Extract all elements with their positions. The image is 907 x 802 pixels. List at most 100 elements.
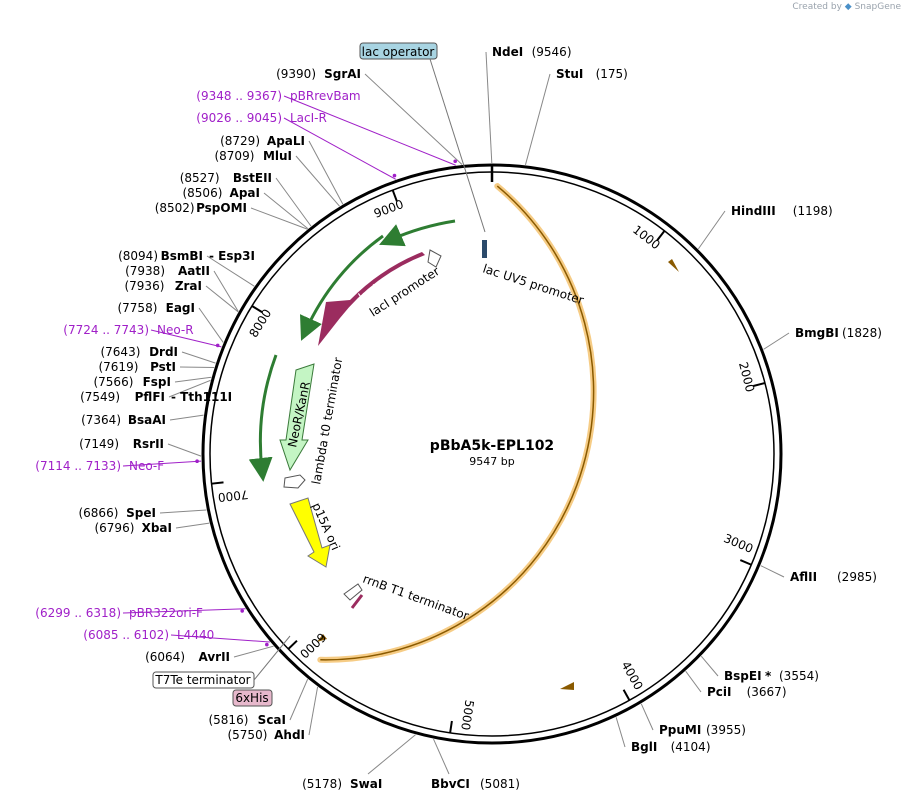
primer-leader [122, 608, 246, 614]
enzyme-leader [206, 255, 255, 287]
enzyme-name: RsrII [133, 437, 164, 451]
his-label: 6xHis [235, 691, 268, 705]
primer-leader [122, 460, 202, 467]
enzyme-leader [289, 678, 309, 721]
enzyme-position: (8527) [180, 171, 220, 185]
primer-name: Neo-R [157, 323, 194, 337]
tick-label: 8000 [246, 307, 274, 340]
enzyme-name: FspI [143, 375, 171, 389]
laci-promoter-arrow [427, 249, 442, 268]
cds-arrowhead-1 [668, 259, 679, 272]
lac-uv5-glyph [482, 240, 487, 258]
enzyme-leader [697, 210, 726, 250]
enzyme-leader [175, 522, 210, 529]
enzyme-position: (7549) [80, 390, 120, 404]
enzyme-position: (9390) [276, 67, 316, 81]
enzyme-leader [168, 379, 211, 398]
enzyme-name: BspEI [724, 669, 762, 683]
enzyme-name: AhdI [274, 728, 305, 742]
enzyme-name: BglI [631, 740, 657, 754]
enzyme-name: BsaAI [128, 413, 166, 427]
enzyme-position: (7364) [81, 413, 121, 427]
enzyme-leader [433, 738, 450, 775]
enzyme-leader [169, 414, 204, 421]
primer-leader [150, 329, 222, 348]
tick-label: 5000 [458, 699, 476, 731]
enzyme-position: (7149) [79, 437, 119, 451]
rrnb-label: rrnB T1 terminator [361, 572, 471, 623]
enzyme-position: (3955) [706, 723, 746, 737]
tick-label: 1000 [630, 223, 663, 253]
enzyme-position: (8502) [155, 201, 195, 215]
enzyme-position: (6064) [145, 650, 185, 664]
snapgene-logo-icon: ◆ [844, 2, 852, 12]
enzyme-leader [213, 270, 239, 312]
enzyme-position: (1828) [842, 326, 882, 340]
enzyme-name: XbaI [142, 521, 172, 535]
primer-site-mark [453, 159, 458, 164]
enzyme-leader [174, 376, 212, 383]
enzyme-position: (7566) [93, 375, 133, 389]
promoter-arc-1 [379, 219, 456, 247]
enzyme-position: (6866) [78, 506, 118, 520]
tick-mark [287, 639, 298, 650]
enzyme-name: PspOMI [196, 201, 247, 215]
primer-range: (6299 .. 6318) [35, 606, 121, 620]
promoter-arc-3 [248, 354, 278, 482]
primer-leader [170, 634, 270, 643]
primer-name: pBR322ori-F [129, 606, 203, 620]
primer-leader [283, 117, 397, 180]
enzyme-star: * [765, 669, 772, 683]
primer-site-mark [240, 609, 244, 613]
enzyme-position: (2985) [837, 570, 877, 584]
enzyme-leader [524, 73, 551, 166]
enzyme-position: (7938) [125, 264, 165, 278]
enzyme-leader [198, 307, 224, 343]
enzyme-position: (175) [596, 67, 628, 81]
promoter-arc-2 [300, 234, 384, 341]
tick-label: 2000 [736, 361, 757, 394]
enzyme-name: BbvCI [431, 777, 470, 791]
enzyme-name: SgrAI [324, 67, 361, 81]
lambda-t0-label: lambda t0 terminator [309, 356, 345, 485]
neo-arrow [279, 363, 315, 472]
enzyme-isoschizomer: - Tth111I [171, 390, 232, 404]
enzyme-position: (1198) [793, 204, 833, 218]
primer-site-mark [215, 343, 220, 348]
tick-mark [739, 559, 752, 566]
enzyme-leader [159, 509, 207, 514]
enzyme-name: PflFI [135, 390, 165, 404]
enzyme-position: (5750) [227, 728, 267, 742]
enzyme-name: StuI [556, 67, 583, 81]
snapgene-watermark: Created by ◆ SnapGene [792, 2, 901, 12]
tick-mark [656, 230, 666, 242]
enzyme-leader [181, 351, 216, 364]
labels-layer: NdeI(9546)StuI(175)HindIII(1198)BmgBI(18… [35, 45, 882, 791]
tick-mark [211, 481, 224, 485]
primer-name: L4440 [177, 628, 214, 642]
primer-range: (7724 .. 7743) [63, 323, 149, 337]
primer-name: Neo-F [129, 459, 164, 473]
enzyme-position: (7643) [100, 345, 140, 359]
plasmid-name: pBbA5k-EPL102 [430, 438, 554, 454]
tick-label: 7000 [217, 487, 249, 504]
his-box [232, 689, 273, 707]
enzyme-name: PstI [150, 360, 176, 374]
enzyme-position: (8506) [182, 186, 222, 200]
cds-arrowhead-3 [317, 634, 327, 642]
enzyme-position: (3667) [747, 685, 787, 699]
tick-mark [753, 382, 766, 387]
plasmid-length: 9547 bp [469, 455, 514, 468]
enzyme-leader [167, 443, 202, 457]
enzyme-position: (5816) [208, 713, 248, 727]
enzyme-position: (3554) [779, 669, 819, 683]
enzyme-leader [308, 140, 344, 205]
enzyme-name: ScaI [258, 713, 286, 727]
enzyme-name: ApaLI [267, 134, 305, 148]
enzyme-name: DrdI [149, 345, 178, 359]
tick-mark [449, 720, 453, 734]
enzyme-leader [263, 192, 309, 230]
tick-label: 4000 [619, 659, 646, 692]
enzyme-name: PciI [707, 685, 732, 699]
enzyme-position: (7758) [117, 301, 157, 315]
